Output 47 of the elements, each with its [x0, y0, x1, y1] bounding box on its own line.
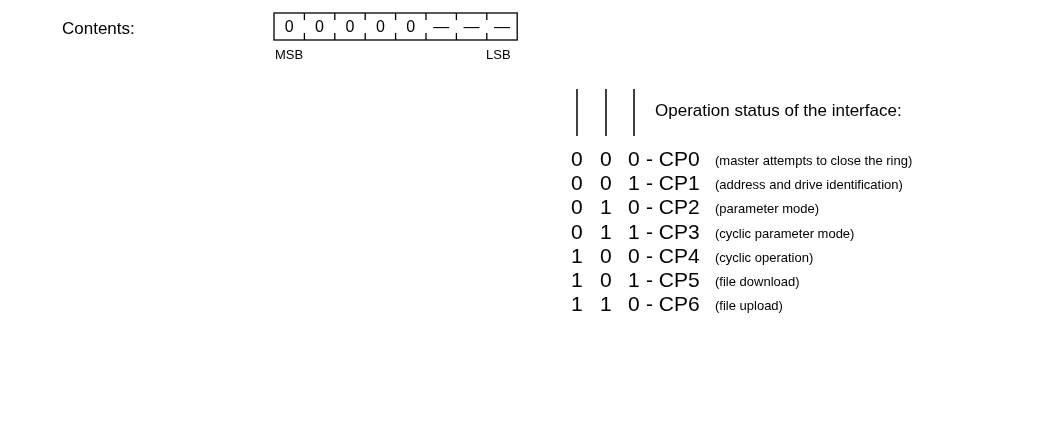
heading-text: Operation status of the interface: [655, 102, 902, 119]
bit-code: 1 [628, 269, 640, 290]
state-description: (address and drive identification) [715, 178, 903, 192]
state-name: - CP1 [646, 172, 700, 194]
state-description: (cyclic parameter mode) [715, 226, 855, 240]
caption-label: Contents: [62, 20, 135, 37]
state-name: - CP0 [646, 148, 700, 169]
state-name: - CP6 [646, 293, 700, 315]
bit-code: 0 [628, 293, 640, 315]
bit-code: 1 [628, 172, 640, 194]
bit-value: 0 [345, 19, 355, 35]
bit-code: 0 [571, 196, 583, 218]
bit-code: 0 [600, 244, 612, 266]
state-description: (file upload) [715, 299, 783, 313]
bit-code: 1 [600, 196, 612, 218]
bit-value: 0 [284, 19, 294, 35]
bit-code: 1 [628, 220, 640, 242]
bit-code: 0 [571, 220, 583, 242]
state-description: (master attempts to close the ring) [715, 154, 913, 167]
state-description: (parameter mode) [715, 202, 820, 216]
bit-value: 0 [375, 19, 385, 35]
bit-value: 0 [315, 19, 324, 35]
state-description: (file download) [715, 275, 800, 288]
state-name: - CP4 [646, 244, 700, 266]
bit-value: 0 [406, 19, 416, 35]
bit-code: 1 [571, 244, 583, 266]
bit-code: 0 [600, 172, 612, 194]
state-name: - CP2 [646, 196, 700, 218]
bit-code: 1 [571, 269, 583, 290]
msb-label: MSB [275, 48, 304, 61]
bit-value: — [433, 19, 450, 35]
bit-code: 0 [628, 196, 640, 218]
lsb-label: LSB [486, 48, 511, 61]
bit-code: 0 [571, 148, 583, 169]
bit-code: 0 [628, 148, 640, 169]
bit-code: 0 [600, 148, 612, 169]
bit-code: 1 [600, 293, 612, 315]
bit-code: 0 [571, 172, 583, 194]
state-description: (cyclic operation) [715, 250, 814, 264]
bit-code: 0 [628, 244, 640, 266]
bit-value: — [463, 19, 480, 35]
bit-code: 1 [571, 293, 583, 315]
bit-code: 1 [600, 220, 612, 242]
bit-code: 0 [600, 269, 612, 290]
bit-value: — [494, 19, 510, 35]
state-name: - CP3 [646, 220, 700, 242]
state-name: - CP5 [646, 269, 700, 290]
